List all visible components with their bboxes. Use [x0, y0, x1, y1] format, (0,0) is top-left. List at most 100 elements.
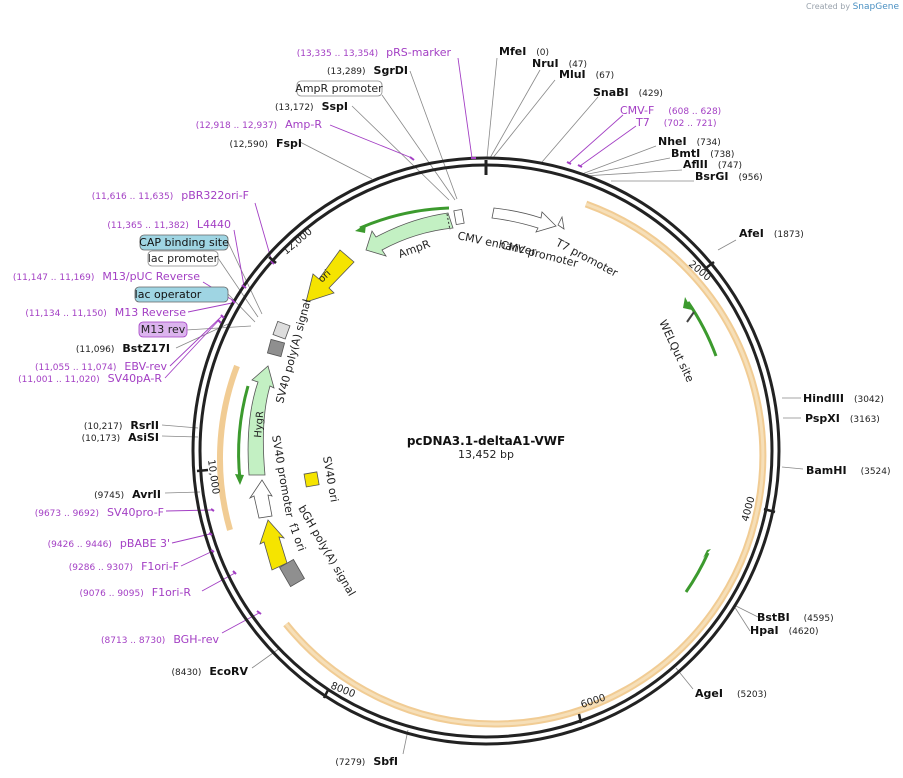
label-welqut-site: WELQut site: [656, 318, 696, 385]
primer-pbr322ori-f-range: (11,616 .. 11,635): [92, 192, 173, 202]
site-bstbi: BstBI: [757, 611, 790, 624]
site-mfei: MfeI: [499, 45, 526, 58]
enzymes-left: (13,289)SgrDI (13,172)SspI (12,590)FspI …: [76, 64, 408, 768]
primer-prs-marker: pRS-marker: [386, 46, 451, 59]
plasmid-backbone: [191, 156, 781, 746]
primer-f1ori-f: F1ori-F: [141, 560, 179, 573]
site-bmti: BmtI: [671, 147, 700, 160]
svg-text:(7279)SbfI: (7279)SbfI: [335, 755, 398, 768]
svg-text:(9076 .. 9095)F1ori-R: (9076 .. 9095) F1ori-R: [79, 586, 191, 599]
primer-labels: (13,335 .. 13,354)pRS-marker (12,918 .. …: [13, 46, 721, 646]
svg-text:(11,147 .. 11,169)M13/pUC Reve: (11,147 .. 11,169)M13/pUC Reverse: [13, 270, 200, 283]
svg-text:BsrGI(956): BsrGI(956): [695, 170, 763, 183]
svg-text:HpaI(4620): HpaI(4620): [750, 624, 819, 637]
box-m13-rev: M13 rev: [141, 323, 186, 336]
svg-text:CMV-F(608 .. 628): CMV-F(608 .. 628): [620, 104, 721, 117]
site-sgrdi: SgrDI: [374, 64, 408, 77]
svg-text:(9745)AvrII: (9745)AvrII: [94, 488, 161, 501]
box-lac-promoter: lac promoter: [148, 252, 219, 265]
site-nhei: NheI: [658, 135, 687, 148]
svg-text:(13,335 .. 13,354)pRS-marker: (13,335 .. 13,354)pRS-marker: [297, 46, 452, 59]
svg-text:(8713 .. 8730)BGH-rev: (8713 .. 8730)BGH-rev: [101, 633, 219, 646]
site-nrui: NruI: [532, 57, 559, 70]
svg-text:T7(702 .. 721): T7(702 .. 721): [635, 116, 717, 129]
boxed-labels: AmpR promoter CAP binding site lac promo…: [134, 80, 383, 338]
site-bmti-pos: (738): [710, 150, 734, 160]
ampr-promoter-box: [453, 208, 465, 226]
small-feature-box: [272, 320, 291, 340]
site-nrui-pos: (47): [569, 60, 587, 70]
sv40-polya-feature: [266, 338, 286, 358]
primer-l4440: L4440: [197, 218, 231, 231]
credit-prefix: Created by: [806, 2, 851, 11]
sv40-promoter-feature: [248, 479, 273, 519]
site-rsrii-pos: (10,217): [84, 422, 123, 432]
primer-bgh-rev-range: (8713 .. 8730): [101, 636, 165, 646]
cmv-enhancer-feature: [491, 207, 557, 233]
site-hpai-pos: (4620): [789, 627, 819, 637]
site-snabi-pos: (429): [639, 89, 663, 99]
site-ecorv: EcoRV: [209, 665, 248, 678]
primer-sv40pro-f: SV40pro-F: [107, 506, 164, 519]
site-afei: AfeI: [739, 227, 764, 240]
insert-cds-arc-inner: [284, 202, 765, 726]
ruler-label-10000: 10,000: [205, 459, 221, 495]
svg-text:(11,001 .. 11,020)SV40pA-R: (11,001 .. 11,020)SV40pA-R: [18, 372, 162, 385]
svg-text:AfeI(1873): AfeI(1873): [739, 227, 804, 240]
hygr-feature: [247, 365, 275, 476]
site-agei: AgeI: [695, 687, 723, 700]
site-snabi: SnaBI: [593, 86, 629, 99]
label-f1-ori: f1 ori: [286, 522, 308, 553]
site-asisi: AsiSI: [128, 431, 159, 444]
site-hindiii: HindIII: [803, 392, 844, 405]
snapgene-credit: Created by SnapGene: [806, 2, 899, 12]
plasmid-name: pcDNA3.1-deltaA1-VWF: [407, 434, 565, 448]
snapgene-logo-text: SnapGene: [852, 2, 899, 12]
site-ecorv-pos: (8430): [171, 668, 201, 678]
primer-pbabe3-range: (9426 .. 9446): [48, 540, 112, 550]
svg-text:SnaBI(429): SnaBI (429): [593, 86, 663, 99]
site-rsrii: RsrII: [130, 419, 159, 432]
primer-amp-r: Amp-R: [285, 118, 322, 131]
primer-m13-reverse-range: (11,134 .. 11,150): [25, 309, 106, 319]
svg-text:(9673 .. 9692)SV40pro-F: (9673 .. 9692)SV40pro-F: [35, 506, 164, 519]
label-hygr: HygR: [253, 411, 266, 439]
primer-marks: [208, 156, 583, 615]
ampr-feature: [365, 212, 454, 257]
primer-m13-puc-reverse: M13/pUC Reverse: [102, 270, 200, 283]
bgh-polya-feature: [279, 558, 305, 588]
site-fspi: FspI: [276, 137, 302, 150]
site-bamhi: BamHI: [806, 464, 847, 477]
svg-text:(13,172)SspI: (13,172)SspI: [275, 100, 348, 113]
svg-text:(11,096)BstZ17I: (11,096)BstZ17I: [76, 342, 170, 355]
site-sbfi-pos: (7279): [335, 758, 365, 768]
label-sv40-promoter: SV40 promoter: [269, 434, 296, 519]
svg-text:(9286 .. 9307)F1ori-F: (9286 .. 9307)F1ori-F: [69, 560, 179, 573]
site-hindiii-pos: (3042): [854, 395, 884, 405]
site-bsrgi-pos: (956): [738, 173, 762, 183]
svg-text:(11,616 .. 11,635)pBR322ori-F: (11,616 .. 11,635)pBR322ori-F: [92, 189, 249, 202]
svg-text:(8430)EcoRV: (8430) EcoRV: [171, 665, 248, 678]
site-bstbi-pos: (4595): [804, 614, 834, 624]
primer-ebv-rev-range: (11,055 .. 11,074): [35, 363, 116, 373]
svg-text:AgeI(5203): AgeI(5203): [695, 687, 767, 700]
svg-text:BmtI(738): BmtI (738): [671, 147, 734, 160]
translation-arrows: [237, 206, 718, 593]
site-pspxi: PspXI: [805, 412, 840, 425]
primer-t7-range: (702 .. 721): [664, 119, 717, 129]
primer-ebv-rev: EBV-rev: [124, 360, 167, 373]
svg-text:MluI(67): MluI(67): [559, 68, 614, 81]
svg-text:BstBI(4595): BstBI (4595): [757, 611, 834, 624]
arrow-heads: [235, 224, 711, 558]
ori-feature: [305, 249, 355, 303]
box-cap-binding-site: CAP binding site: [139, 236, 229, 249]
primer-f1ori-r-range: (9076 .. 9095): [79, 589, 143, 599]
feature-shapes: [247, 207, 695, 588]
ruler-ticks: [196, 256, 776, 724]
site-nhei-pos: (734): [697, 138, 721, 148]
primer-f1ori-r: F1ori-R: [152, 586, 192, 599]
site-sspi-pos: (13,172): [275, 103, 314, 113]
site-mfei-pos: (0): [536, 48, 549, 58]
primer-cmv-f-range: (608 .. 628): [668, 107, 721, 117]
svg-text:(12,590)FspI: (12,590)FspI: [229, 137, 302, 150]
